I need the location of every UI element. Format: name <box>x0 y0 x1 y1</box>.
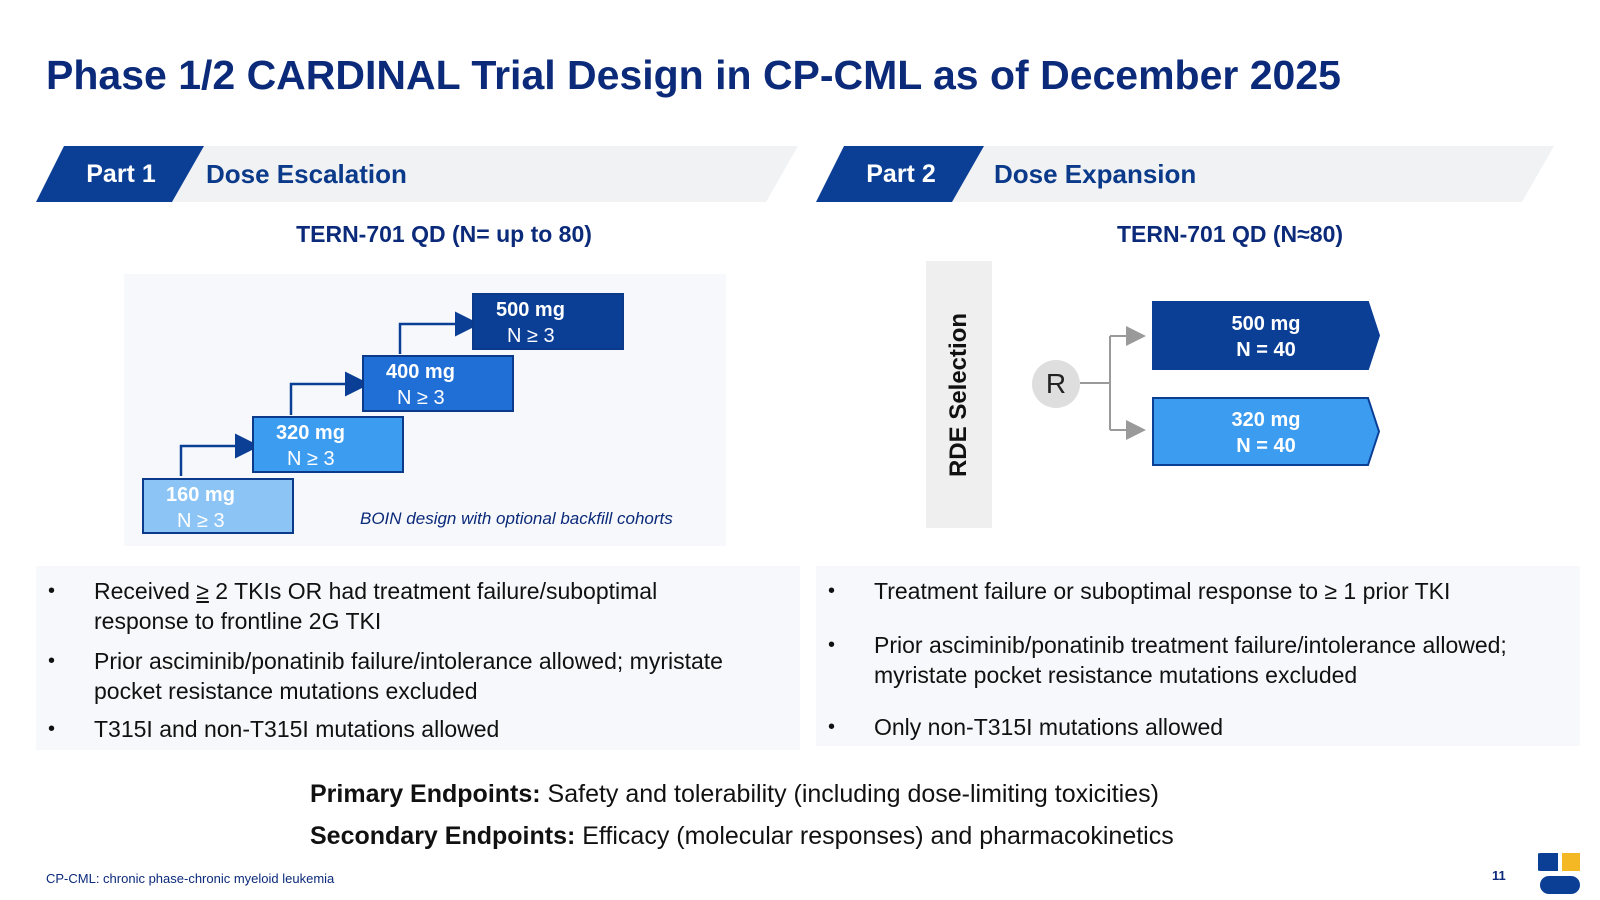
part1-subtitle: TERN-701 QD (N= up to 80) <box>296 221 592 247</box>
dose-escalation-diagram: 160 mg N ≥ 3 320 mg N ≥ 3 400 mg N ≥ 3 5… <box>124 274 726 546</box>
arm-dose: 320 mg <box>1231 409 1301 431</box>
part2-label: Dose Expansion <box>994 159 1197 189</box>
secondary-endpoints-label: Secondary Endpoints: <box>310 822 576 850</box>
criteria-text: T315I and non-T315I mutations allowed <box>94 716 500 742</box>
part2-banner: Part 2 Dose Expansion <box>816 146 1554 202</box>
randomization-node: R <box>1032 360 1080 408</box>
dose-n: N ≥ 3 <box>397 387 445 409</box>
part1-banner: Part 1 Dose Escalation <box>36 146 798 202</box>
dose-box-160: 160 mg N ≥ 3 <box>142 478 294 534</box>
arm-500: 500 mg N = 40 <box>1152 301 1380 370</box>
dose-label: 320 mg <box>276 422 345 444</box>
part1-label: Dose Escalation <box>206 159 407 189</box>
ge-symbol: ≥ <box>196 578 209 604</box>
arm-dose: 500 mg <box>1231 313 1301 335</box>
arm-500-shape <box>1152 301 1380 370</box>
company-logo-icon <box>1538 853 1580 894</box>
bullet-dot: • <box>48 718 56 740</box>
criteria-text: pocket resistance mutations excluded <box>94 678 478 704</box>
arm-320-shape <box>1152 397 1380 466</box>
primary-endpoints-text: Safety and tolerability (including dose-… <box>540 780 1159 808</box>
page-number: 11 <box>1492 868 1506 883</box>
criteria-text: Only non-T315I mutations allowed <box>874 714 1224 740</box>
dose-label: 400 mg <box>386 361 455 383</box>
part2-subtitle: TERN-701 QD (N≈80) <box>1116 221 1344 247</box>
part1-banner-shape <box>36 146 798 202</box>
arm-n: N = 40 <box>1236 339 1296 361</box>
dose-n: N ≥ 3 <box>287 448 335 470</box>
criteria-text: Prior asciminib/ponatinib treatment fail… <box>874 632 1507 658</box>
criteria-text: 2 TKIs OR had treatment failure/suboptim… <box>208 578 658 604</box>
criteria-text: Received <box>94 578 197 604</box>
arm-320: 320 mg N = 40 <box>1152 397 1380 466</box>
part1-criteria-panel: • Received ≥ 2 TKIs OR had treatment fai… <box>36 566 800 750</box>
escalation-arrows <box>179 311 480 476</box>
secondary-endpoints-text: Efficacy (molecular responses) and pharm… <box>575 822 1174 850</box>
footnote: CP-CML: chronic phase-chronic myeloid le… <box>46 871 335 886</box>
part1-tag: Part 1 <box>86 160 156 188</box>
dose-label: 500 mg <box>496 299 565 321</box>
rde-selection-label: RDE Selection <box>945 312 972 477</box>
dose-box-500: 500 mg N ≥ 3 <box>472 293 624 350</box>
criteria-text: response to frontline 2G TKI <box>94 608 382 634</box>
criteria-text: myristate pocket resistance mutations ex… <box>874 662 1358 688</box>
arrow-160-to-320 <box>179 433 260 476</box>
randomization-arrows <box>1080 326 1146 440</box>
criteria-text: Prior asciminib/ponatinib failure/intole… <box>94 648 723 674</box>
primary-endpoints-label: Primary Endpoints: <box>310 780 541 808</box>
dose-box-320: 320 mg N ≥ 3 <box>252 416 404 473</box>
arm-n: N = 40 <box>1236 435 1296 457</box>
rde-selection-box: RDE Selection <box>926 261 992 528</box>
primary-endpoints: Primary Endpoints: Safety and tolerabili… <box>310 780 1159 809</box>
arrow-320-to-400 <box>289 371 370 415</box>
part2-banner-shape <box>816 146 1554 202</box>
bullet-dot: • <box>48 580 56 602</box>
dose-box-400: 400 mg N ≥ 3 <box>362 355 514 412</box>
dose-label: 160 mg <box>166 484 235 506</box>
criteria-text: Treatment failure or suboptimal response… <box>874 578 1451 604</box>
arrow-400-to-500 <box>398 311 480 354</box>
part2-tag: Part 2 <box>866 160 936 188</box>
dose-n: N ≥ 3 <box>507 325 555 347</box>
bullet-dot: • <box>828 634 836 656</box>
part2-criteria-panel: • Treatment failure or suboptimal respon… <box>816 566 1580 746</box>
bullet-dot: • <box>828 716 836 738</box>
secondary-endpoints: Secondary Endpoints: Efficacy (molecular… <box>310 822 1174 851</box>
bullet-dot: • <box>828 580 836 602</box>
bullet-dot: • <box>48 650 56 672</box>
dose-n: N ≥ 3 <box>177 510 225 532</box>
boin-design-note: BOIN design with optional backfill cohor… <box>360 509 673 528</box>
page-title: Phase 1/2 CARDINAL Trial Design in CP-CM… <box>46 52 1341 98</box>
